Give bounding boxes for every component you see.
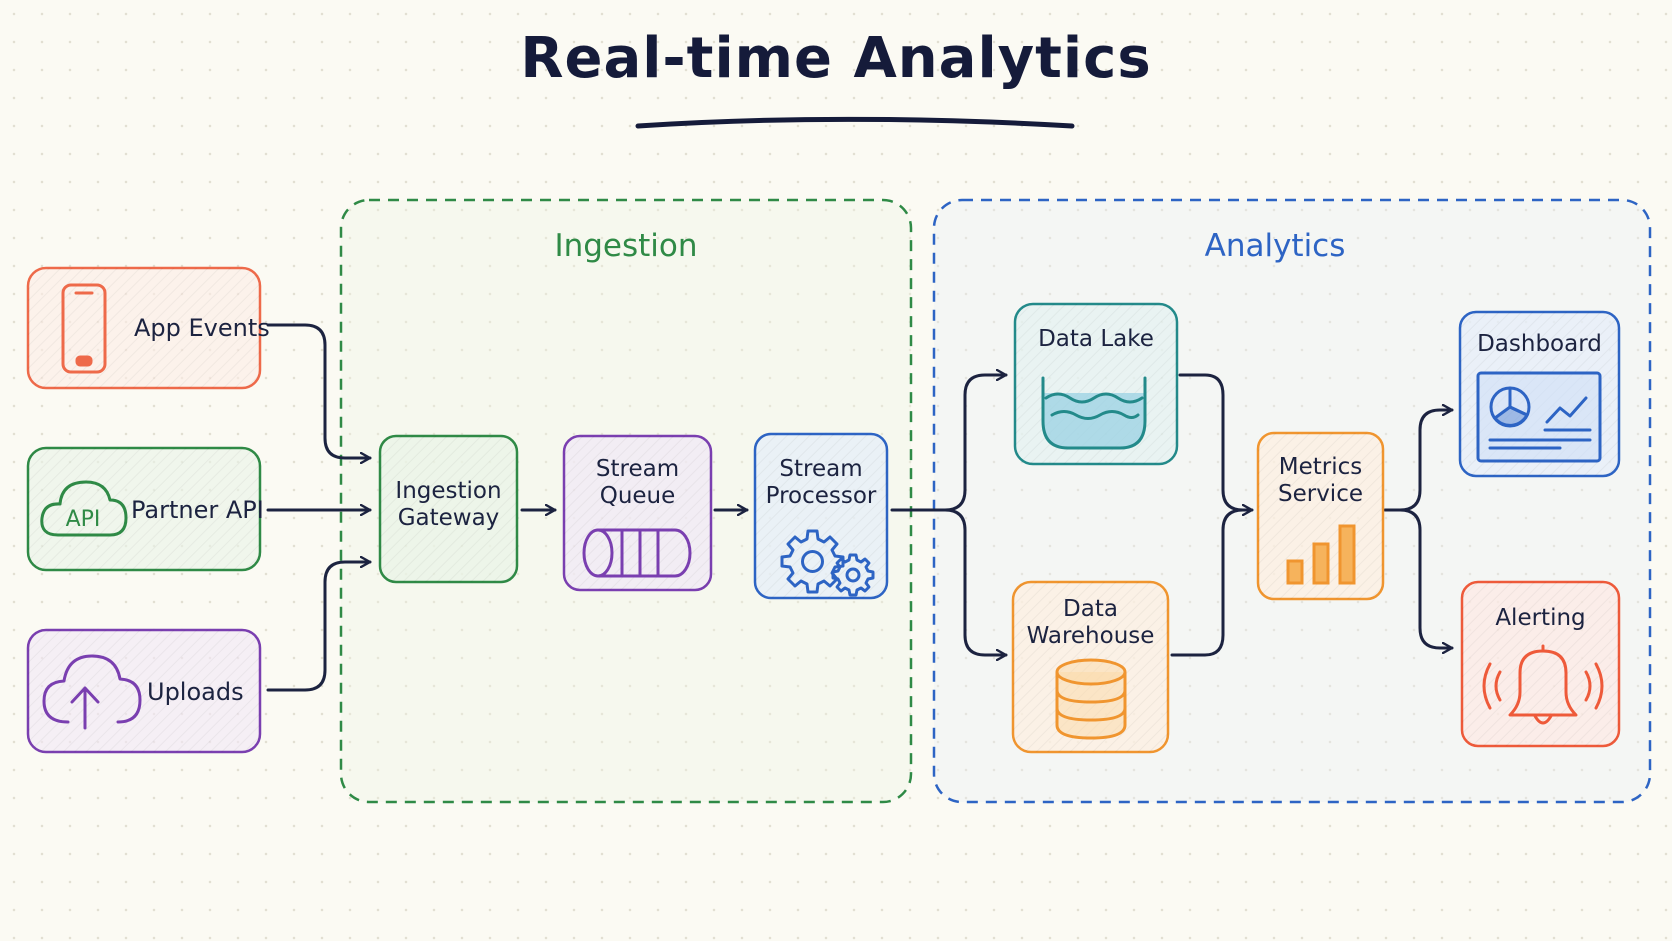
cloud-upload-icon xyxy=(42,654,142,730)
uploads-label: Uploads xyxy=(147,678,244,706)
stream-processor-line2: Processor xyxy=(765,483,877,510)
database-icon xyxy=(1055,658,1127,740)
data-lake-label: Data Lake xyxy=(1015,326,1177,353)
ingestion-group-label: Ingestion xyxy=(554,228,698,264)
dashboard-icon xyxy=(1476,371,1602,463)
stream-queue-line2: Queue xyxy=(599,483,676,510)
edge-uploads-to-gateway xyxy=(266,562,372,692)
ingestion-gateway-line1: Ingestion xyxy=(395,478,502,504)
data-lake-line1: Data Lake xyxy=(1038,326,1154,352)
ingestion-gateway-label: Ingestion Gateway xyxy=(380,478,517,532)
edge-processor-to-lake xyxy=(890,375,1008,512)
analytics-group-label: Analytics xyxy=(1204,228,1346,264)
bar-chart-icon xyxy=(1286,524,1356,585)
alerting-line1: Alerting xyxy=(1495,605,1586,631)
edge-lake-to-metrics xyxy=(1178,373,1254,510)
gears-icon xyxy=(780,529,875,597)
bell-icon xyxy=(1482,644,1604,725)
ingestion-gateway-line2: Gateway xyxy=(397,505,500,532)
alerting-label: Alerting xyxy=(1462,605,1619,632)
title-underline xyxy=(635,116,1075,129)
diagram-title: Real-time Analytics xyxy=(520,26,1152,91)
dashboard-line1: Dashboard xyxy=(1477,331,1602,357)
edge-metrics-to-dashboard xyxy=(1383,410,1454,512)
stream-processor-line1: Stream xyxy=(779,456,863,482)
metrics-service-label: Metrics Service xyxy=(1258,454,1383,508)
smartphone-icon xyxy=(61,283,107,374)
lake-icon xyxy=(1041,376,1147,450)
data-warehouse-line2: Warehouse xyxy=(1026,623,1155,650)
partner-api-label: Partner API xyxy=(131,496,264,524)
dashboard-label: Dashboard xyxy=(1460,331,1619,358)
queue-cylinder-icon xyxy=(582,528,692,578)
edge-processor-to-warehouse xyxy=(943,508,1008,655)
edge-metrics-to-alerting xyxy=(1398,508,1454,648)
data-warehouse-label: Data Warehouse xyxy=(1013,596,1168,650)
data-warehouse-line1: Data xyxy=(1063,596,1118,622)
metrics-service-line1: Metrics xyxy=(1278,454,1363,480)
stream-queue-line1: Stream xyxy=(595,456,680,482)
api-icon-text: API xyxy=(66,507,101,532)
app-events-label: App Events xyxy=(134,314,270,342)
stream-queue-label: Stream Queue xyxy=(564,456,711,510)
metrics-service-line2: Service xyxy=(1277,481,1363,508)
api-cloud-icon: API xyxy=(40,480,128,537)
stream-processor-label: Stream Processor xyxy=(755,456,887,510)
edge-warehouse-to-metrics xyxy=(1170,508,1245,657)
edge-app-events-to-gateway xyxy=(266,323,372,458)
